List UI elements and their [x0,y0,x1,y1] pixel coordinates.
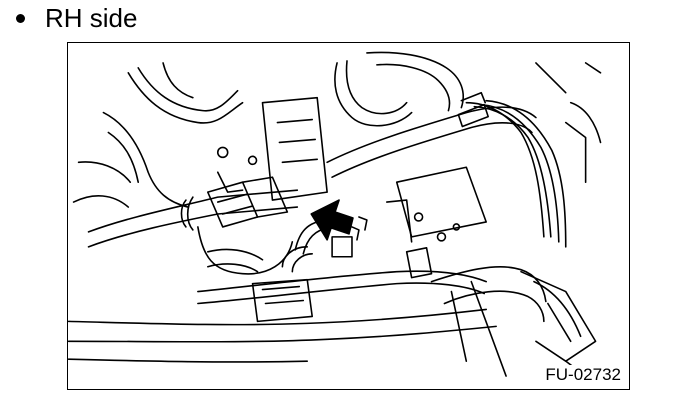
engine-line-drawing [68,51,602,377]
engine-illustration: FU-02732 [67,42,630,390]
pointer-arrow-icon [310,199,354,241]
figure-code: FU-02732 [543,365,623,385]
heading-text: RH side [45,3,138,33]
section-heading: RH side [10,0,137,36]
bullet-icon [16,13,25,23]
